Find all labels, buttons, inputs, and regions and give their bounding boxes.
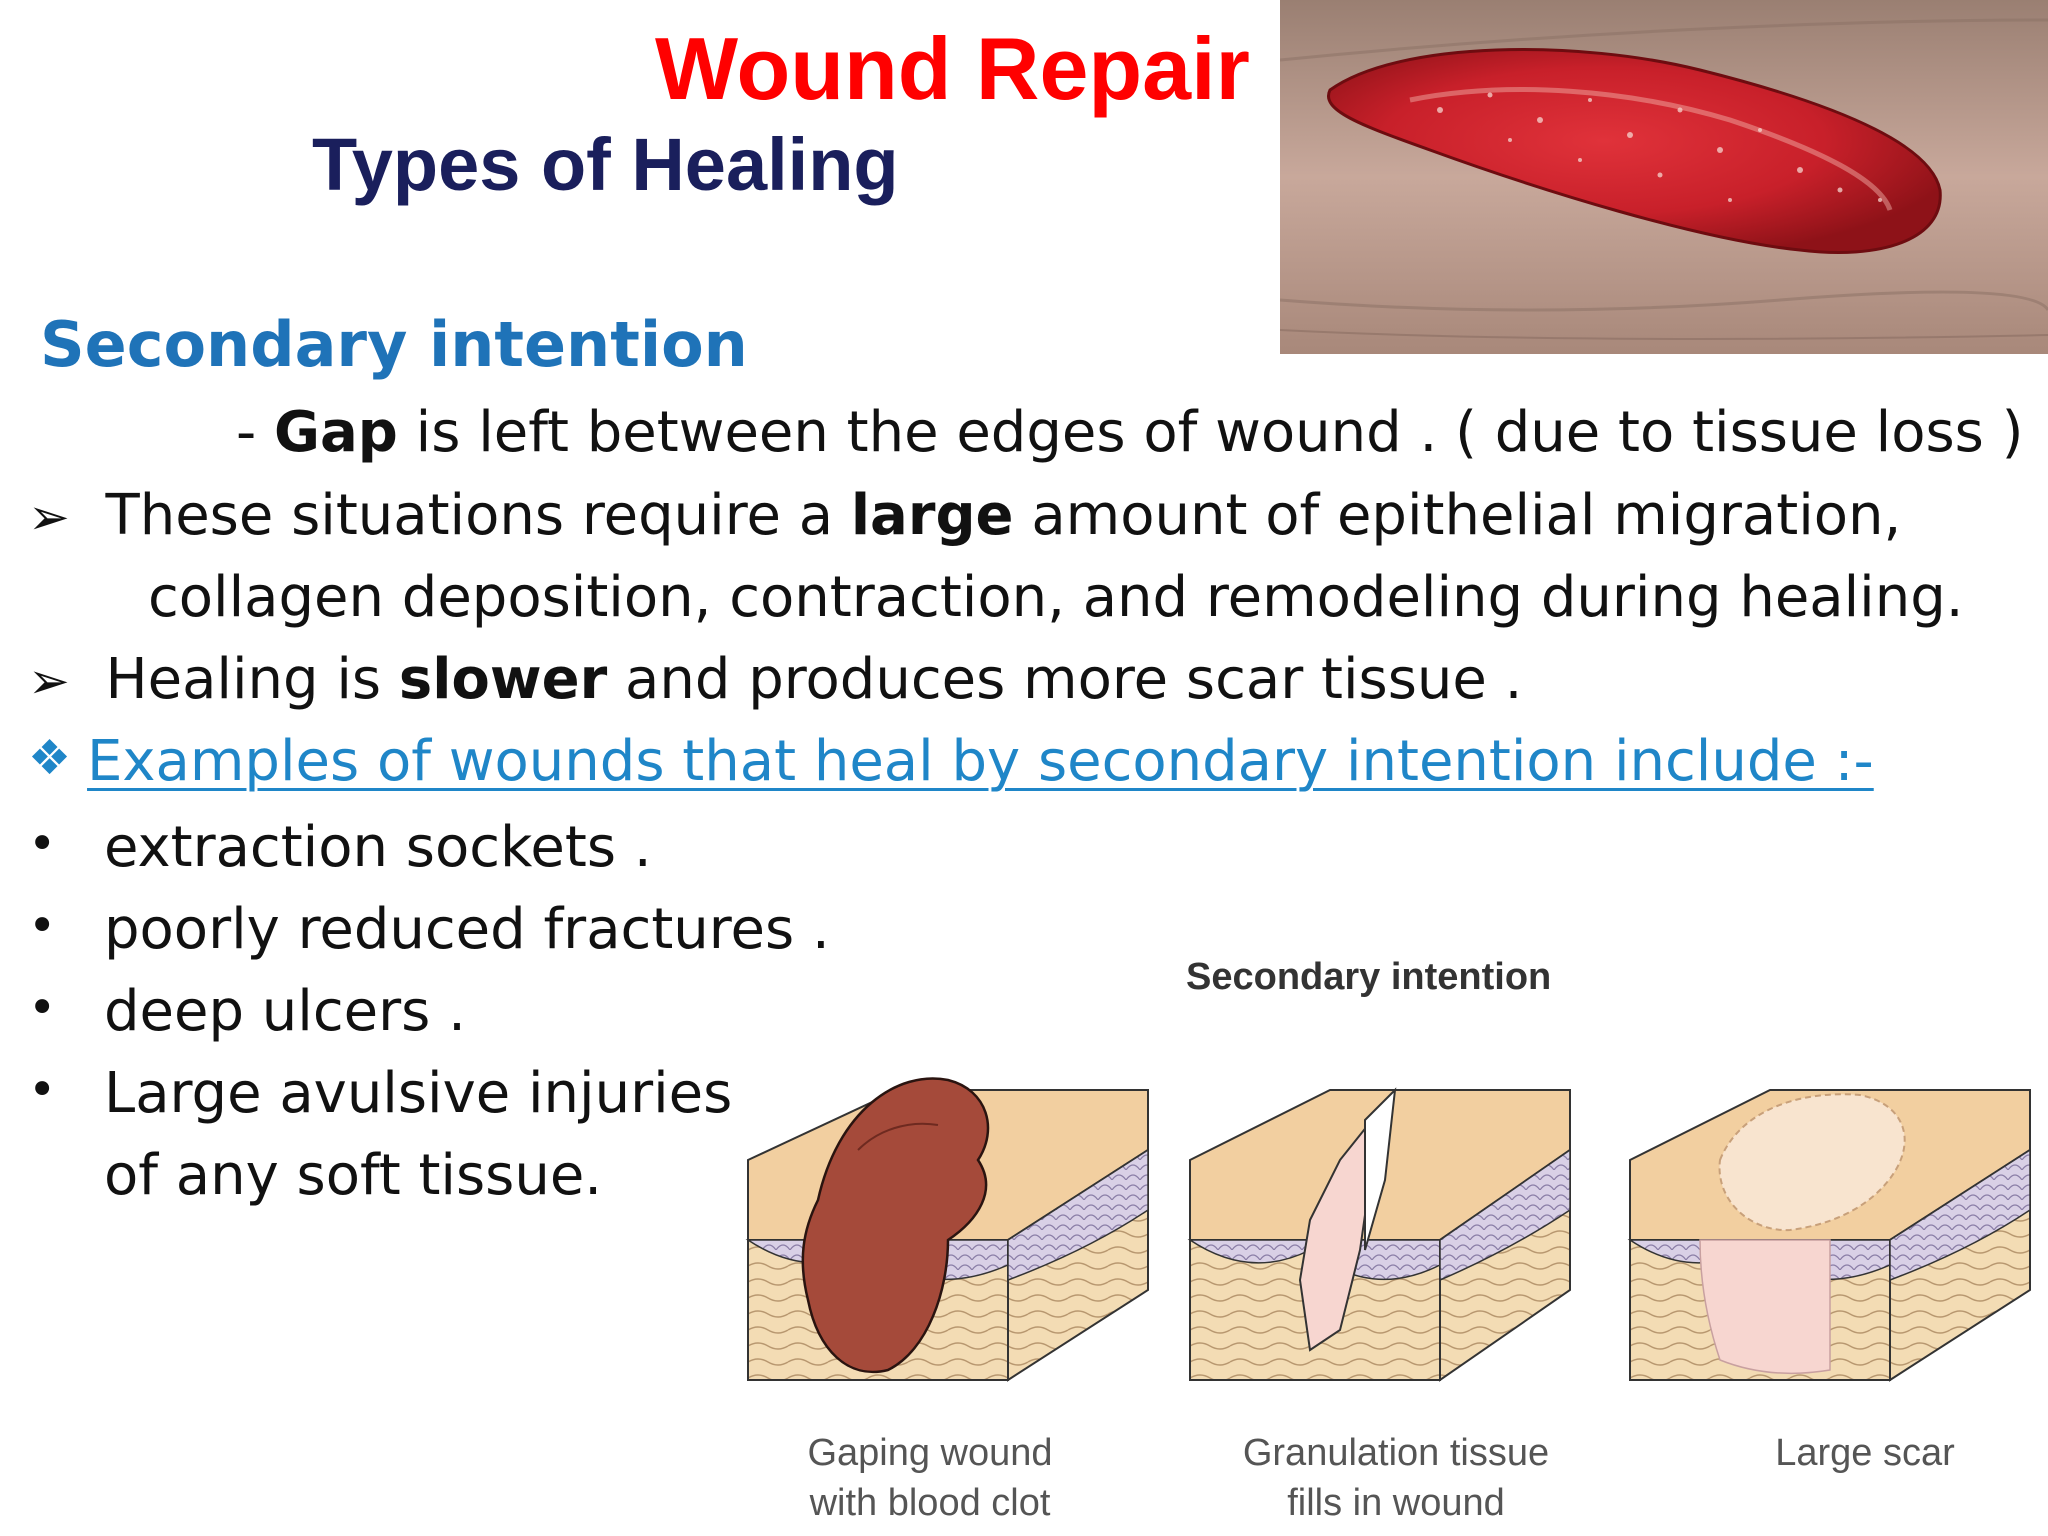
example-item: Large avulsive injuries bbox=[104, 1061, 733, 1126]
bullet-large-amount-continuation: collagen deposition, contraction, and re… bbox=[148, 565, 1964, 630]
dot-icon: • bbox=[28, 980, 57, 1036]
example-item-continuation: of any soft tissue. bbox=[104, 1143, 603, 1208]
examples-heading: ❖Examples of wounds that heal by seconda… bbox=[28, 729, 1874, 794]
secondary-intention-diagram bbox=[745, 1077, 2031, 1382]
wound-photo bbox=[1280, 0, 2048, 354]
caption-granulation-tissue: Granulation tissue fills in wound bbox=[1242, 1432, 1550, 1525]
panel-gaping-wound bbox=[745, 1077, 1149, 1382]
dot-icon: • bbox=[28, 1062, 57, 1118]
slide-subtitle: Types of Healing bbox=[312, 123, 899, 206]
example-item: deep ulcers . bbox=[104, 979, 466, 1044]
panel-granulation-tissue bbox=[1187, 1087, 1571, 1382]
example-item: poorly reduced fractures . bbox=[104, 897, 830, 962]
gap-bold: Gap bbox=[274, 400, 398, 465]
panel-large-scar bbox=[1627, 1089, 2031, 1382]
example-item: extraction sockets . bbox=[104, 815, 652, 880]
four-diamond-icon: ❖ bbox=[28, 730, 72, 786]
caption-gaping-wound: Gaping wound with blood clot bbox=[807, 1432, 1053, 1525]
slide-title: Wound Repair bbox=[655, 19, 1250, 118]
arrowhead-icon: ➢ bbox=[28, 488, 70, 546]
dot-icon: • bbox=[28, 898, 57, 954]
diagram-title: Secondary intention bbox=[1186, 956, 1552, 998]
caption-large-scar: Large scar bbox=[1775, 1432, 1955, 1474]
arrowhead-icon: ➢ bbox=[28, 652, 70, 710]
dot-icon: • bbox=[28, 816, 57, 872]
gap-line: - Gap is left between the edges of wound… bbox=[236, 400, 2024, 465]
section-heading: Secondary intention bbox=[40, 308, 748, 381]
bullet-large-amount: ➢ These situations require a large amoun… bbox=[28, 483, 1902, 548]
bullet-slower-healing: ➢ Healing is slower and produces more sc… bbox=[28, 647, 1523, 712]
